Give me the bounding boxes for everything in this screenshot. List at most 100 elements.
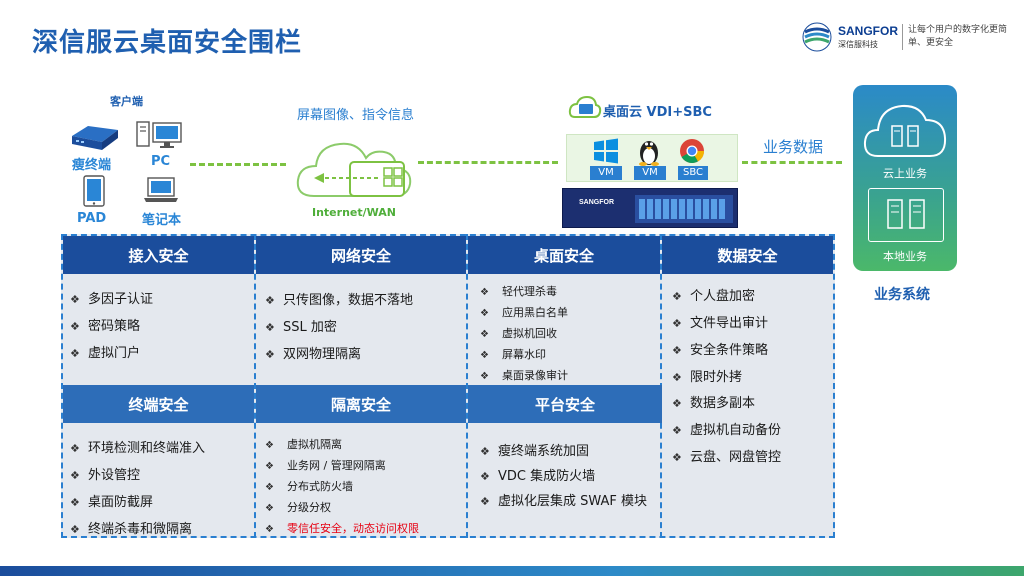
list-item: ❖环境检测和终端准入 <box>70 441 206 456</box>
list-item: ❖个人盘加密 <box>672 289 756 304</box>
list-item: ❖虚拟机回收 <box>480 327 557 340</box>
desktop-cloud-icon <box>568 95 602 118</box>
bullet-icon: ❖ <box>265 482 274 493</box>
list-item: ❖云盘、网盘管控 <box>672 450 782 465</box>
cloud-business-label: 云上业务 <box>883 167 927 180</box>
bullet-icon: ❖ <box>70 523 80 536</box>
list-item: ❖业务网 / 管理网隔离 <box>265 459 386 472</box>
bullet-icon: ❖ <box>265 503 274 514</box>
windows-icon <box>594 138 618 164</box>
connector-vdi-to-business <box>742 161 842 164</box>
bullet-icon: ❖ <box>70 442 80 455</box>
bullet-icon: ❖ <box>672 397 682 410</box>
list-item: ❖文件导出审计 <box>672 316 769 331</box>
header-data-security: 数据安全 <box>662 236 833 274</box>
bullet-icon: ❖ <box>70 320 80 333</box>
tablet-icon <box>83 175 105 207</box>
bullet-icon: ❖ <box>480 470 490 483</box>
header-network-security: 网络安全 <box>256 236 466 274</box>
header-isolation-security: 隔离安全 <box>256 385 466 423</box>
chrome-icon <box>680 139 704 164</box>
internet-cloud-icon <box>296 142 412 197</box>
bullet-icon: ❖ <box>265 461 274 472</box>
list-item: ❖只传图像，数据不落地 <box>265 293 414 308</box>
bullet-icon: ❖ <box>265 294 275 307</box>
pc-icon <box>136 121 182 148</box>
list-item: ❖轻代理杀毒 <box>480 285 557 298</box>
list-item: ❖密码策略 <box>70 319 141 334</box>
list-item: ❖外设管控 <box>70 468 141 483</box>
logo-slogan: 让每个用户的数字化更简单、更安全 <box>908 25 1008 48</box>
server-appliance: SANGFOR <box>562 188 738 228</box>
list-item: ❖终端杀毒和微隔离 <box>70 522 193 537</box>
list-item: ❖限时外拷 <box>672 370 743 385</box>
business-data-label: 业务数据 <box>763 138 824 156</box>
list-item: ❖虚拟机隔离 <box>265 438 342 451</box>
client-label: 客户端 <box>110 95 143 108</box>
grid-column-divider-2 <box>466 234 468 538</box>
linux-icon <box>639 141 659 166</box>
business-system-label: 业务系统 <box>874 287 930 303</box>
vm-tag-1: VM <box>590 166 622 180</box>
header-platform-security: 平台安全 <box>468 385 662 423</box>
local-server-box <box>868 188 944 242</box>
vm-tag-2: VM <box>634 166 666 180</box>
screen-info-label: 屏幕图像、指令信息 <box>297 108 415 123</box>
list-item: ❖桌面录像审计 <box>480 369 568 382</box>
grid-column-divider-1 <box>254 234 256 538</box>
thin-client-icon <box>72 126 118 150</box>
header-access-security: 接入安全 <box>63 236 254 274</box>
bullet-icon: ❖ <box>672 344 682 357</box>
vdi-sbc-title: 桌面云 VDI+SBC <box>603 105 712 120</box>
list-item: ❖虚拟化层集成 SWAF 模块 <box>480 494 648 509</box>
bullet-icon: ❖ <box>480 495 490 508</box>
bullet-icon: ❖ <box>480 308 489 319</box>
bottom-accent-bar <box>0 566 1024 576</box>
connector-client-to-cloud <box>190 163 286 166</box>
list-item: ❖应用黑白名单 <box>480 306 568 319</box>
bullet-icon: ❖ <box>480 371 489 382</box>
list-item: ❖双网物理隔离 <box>265 347 362 362</box>
bullet-icon: ❖ <box>265 524 274 535</box>
logo-text-en: SANGFOR <box>838 24 898 38</box>
list-item: ❖数据多副本 <box>672 396 756 411</box>
list-item: ❖桌面防截屏 <box>70 495 154 510</box>
list-item: ❖安全条件策略 <box>672 343 769 358</box>
bullet-icon: ❖ <box>672 317 682 330</box>
page-title: 深信服云桌面安全围栏 <box>32 28 303 58</box>
bullet-icon: ❖ <box>70 293 80 306</box>
header-desktop-security: 桌面安全 <box>468 236 660 274</box>
sangfor-logo-icon <box>802 22 832 52</box>
server-brand: SANGFOR <box>579 199 614 206</box>
bullet-icon: ❖ <box>480 445 490 458</box>
server-drive-bays-icon <box>635 195 733 223</box>
bullet-icon: ❖ <box>70 496 80 509</box>
bullet-icon: ❖ <box>70 469 80 482</box>
sangfor-logo: SANGFOR 深信服科技 让每个用户的数字化更简单、更安全 <box>802 20 1007 56</box>
list-item: ❖屏幕水印 <box>480 348 546 361</box>
bullet-icon: ❖ <box>265 348 275 361</box>
bullet-icon: ❖ <box>480 287 489 298</box>
device-label-thin-client: 瘦终端 <box>72 158 112 173</box>
bullet-icon: ❖ <box>70 347 80 360</box>
bullet-icon: ❖ <box>672 290 682 303</box>
bullet-icon: ❖ <box>672 371 682 384</box>
list-item: ❖SSL 加密 <box>265 320 337 335</box>
logo-text-cn: 深信服科技 <box>838 40 878 49</box>
bullet-icon: ❖ <box>672 424 682 437</box>
logo-divider <box>902 24 903 50</box>
internet-wan-label: Internet/WAN <box>312 206 396 219</box>
bullet-icon: ❖ <box>480 350 489 361</box>
cloud-server-icon <box>863 104 947 157</box>
device-label-pad: PAD <box>77 211 107 226</box>
local-business-label: 本地业务 <box>883 250 927 263</box>
list-item: ❖分布式防火墙 <box>265 480 353 493</box>
device-label-laptop: 笔记本 <box>142 213 182 228</box>
vm-tag-sbc: SBC <box>678 166 708 180</box>
list-item: ❖分级分权 <box>265 501 331 514</box>
list-item-highlight: ❖零信任安全，动态访问权限 <box>265 522 419 535</box>
bullet-icon: ❖ <box>480 329 489 340</box>
device-label-pc: PC <box>151 154 171 169</box>
local-server-icon <box>887 199 925 229</box>
list-item: ❖虚拟门户 <box>70 346 141 361</box>
